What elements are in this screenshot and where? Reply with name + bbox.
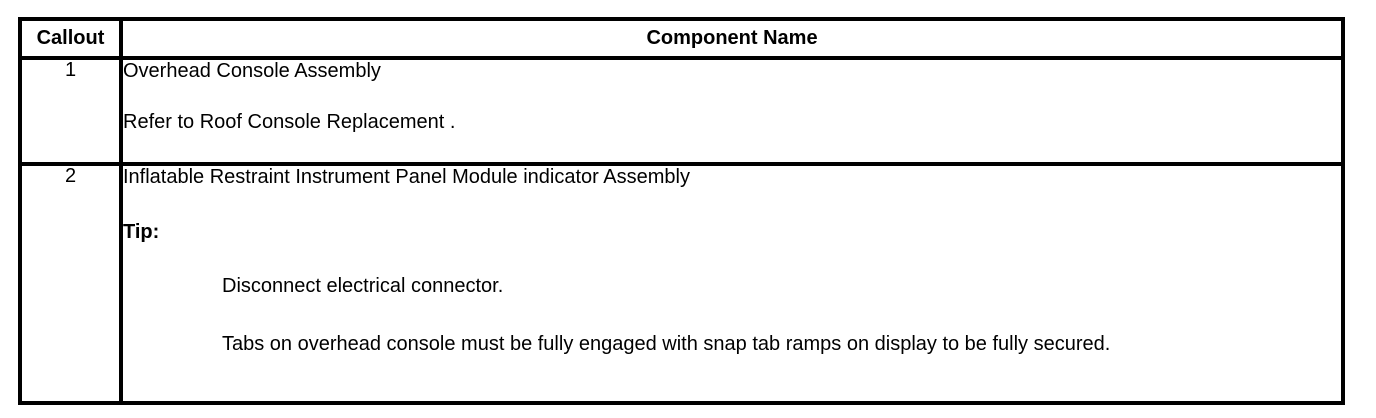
tip-step-line: Disconnect electrical connector. <box>222 275 504 297</box>
line-spacer <box>123 355 1341 386</box>
table-header-row: Callout Component Name <box>18 17 1345 60</box>
table-row: 1 Overhead Console Assembly Refer to Roo… <box>18 56 1345 166</box>
line-spacer <box>123 243 1341 275</box>
tip-step-line: Tabs on overhead console must be fully e… <box>222 333 1111 355</box>
column-header-callout: Callout <box>18 17 123 60</box>
component-callout-table: Callout Component Name 1 Overhead Consol… <box>18 17 1345 405</box>
table-row: 2 Inflatable Restraint Instrument Panel … <box>18 162 1345 405</box>
component-description-cell: Overhead Console Assembly Refer to Roof … <box>119 56 1345 166</box>
component-name-line: Overhead Console Assembly <box>123 60 381 82</box>
component-description-cell: Inflatable Restraint Instrument Panel Mo… <box>119 162 1345 405</box>
table-body: 1 Overhead Console Assembly Refer to Roo… <box>18 56 1345 405</box>
tip-label: Tip: <box>123 221 160 243</box>
table-header: Callout Component Name <box>18 17 1345 60</box>
line-spacer <box>123 188 1341 221</box>
reference-line: Refer to Roof Console Replacement . <box>123 111 456 133</box>
component-name-line: Inflatable Restraint Instrument Panel Mo… <box>123 166 690 188</box>
callout-number-cell: 2 <box>18 162 123 405</box>
column-header-component-name: Component Name <box>119 17 1345 60</box>
callout-number-cell: 1 <box>18 56 123 166</box>
line-spacer <box>123 82 1341 111</box>
line-spacer <box>123 297 1341 333</box>
